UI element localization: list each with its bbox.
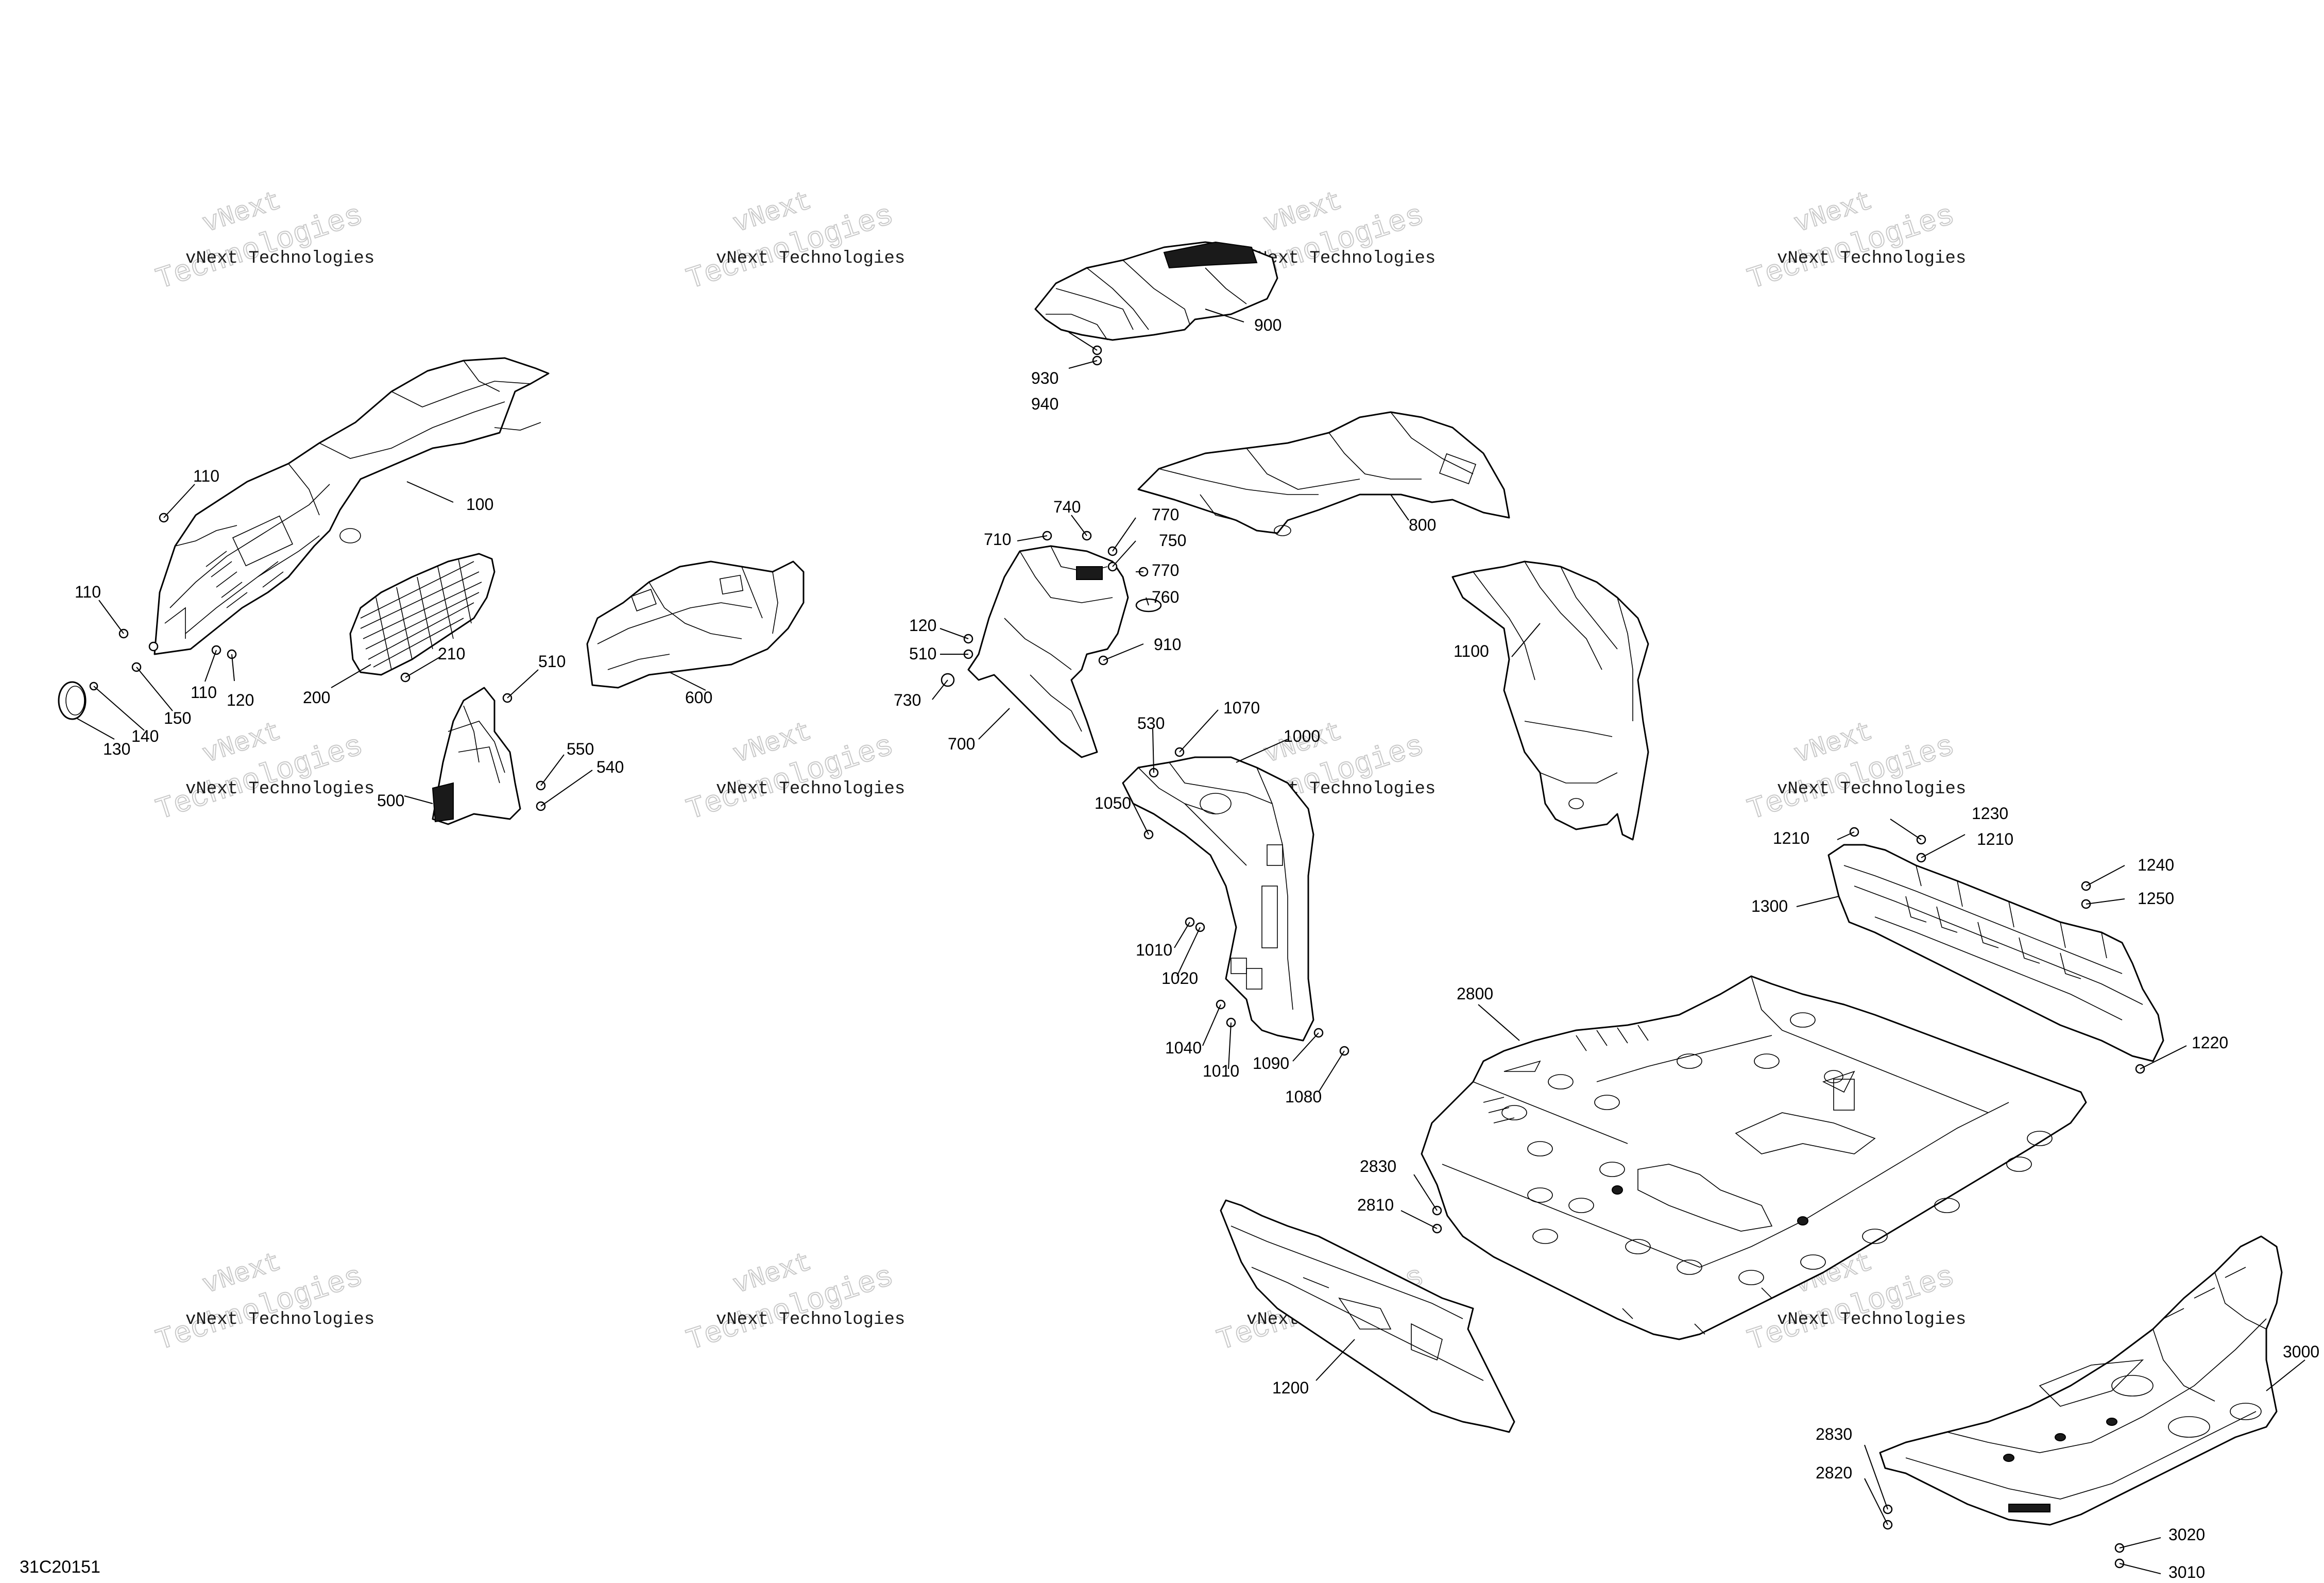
diagram-reference-code: 31C20151 (20, 1557, 100, 1577)
label-2810: 2810 (1357, 1196, 1394, 1214)
label-130: 130 (103, 740, 130, 758)
label-100: 100 (466, 495, 493, 514)
part-labels: 100 110 110 110 120 130 140 150 200 210 … (75, 316, 2319, 1581)
label-1200: 1200 (1272, 1378, 1309, 1397)
svg-text:vNext Technologies: vNext Technologies (185, 1310, 374, 1330)
reflector-part (58, 681, 87, 720)
label-3000: 3000 (2283, 1342, 2319, 1361)
label-1300: 1300 (1751, 897, 1788, 915)
label-1220: 1220 (2192, 1033, 2228, 1052)
label-110: 110 (75, 583, 101, 601)
label-800: 800 (1409, 516, 1436, 534)
right-side-panel-part (1451, 560, 1649, 841)
parts (58, 241, 2283, 1526)
label-200: 200 (303, 688, 330, 707)
side-rail-part (1827, 844, 2164, 1062)
svg-text:vNext Technologies: vNext Technologies (716, 249, 905, 268)
svg-text:vNext Technologies: vNext Technologies (1777, 249, 1966, 268)
svg-text:vNext Technologies: vNext Technologies (716, 779, 905, 799)
label-110: 110 (191, 683, 217, 702)
svg-text:vNext Technologies: vNext Technologies (1777, 1310, 1966, 1330)
watermark: vNext Technologies vNext Technologies (1743, 185, 1966, 298)
label-930: 930 (1031, 369, 1058, 387)
label-1040: 1040 (1165, 1039, 1202, 1057)
label-760: 760 (1152, 588, 1179, 606)
label-1020: 1020 (1161, 969, 1198, 988)
rear-skid-plate-part (1879, 1235, 2283, 1526)
label-600: 600 (685, 688, 712, 707)
label-1010: 1010 (1136, 941, 1172, 959)
label-510: 510 (538, 652, 566, 671)
label-1070: 1070 (1223, 699, 1260, 717)
label-1080: 1080 (1285, 1087, 1322, 1106)
floor-pan-part (1421, 975, 2087, 1340)
console-part (967, 545, 1129, 758)
label-1090: 1090 (1253, 1054, 1289, 1073)
front-fender-support-part (586, 560, 805, 689)
watermark: vNext Technologies vNext Technologies (151, 185, 374, 298)
label-2830: 2830 (1360, 1157, 1396, 1176)
label-150: 150 (164, 709, 191, 727)
label-3020: 3020 (2168, 1525, 2205, 1544)
front-deck-part (1137, 411, 1510, 536)
label-120: 120 (227, 691, 254, 709)
label-940: 940 (1031, 395, 1058, 413)
label-1050: 1050 (1095, 794, 1131, 812)
leader-lines (77, 309, 2305, 1574)
watermark: vNext Technologies vNext Technologies (1743, 716, 1966, 828)
svg-text:vNext Technologies: vNext Technologies (1246, 249, 1436, 268)
label-110: 110 (193, 467, 219, 485)
hardware (89, 345, 2145, 1569)
watermark: vNext Technologies vNext Technologies (151, 1247, 374, 1359)
label-510: 510 (909, 644, 936, 663)
label-1250: 1250 (2138, 889, 2174, 908)
svg-text:vNext Technologies: vNext Technologies (185, 779, 374, 799)
label-1240: 1240 (2138, 856, 2174, 874)
svg-text:vNext Technologies: vNext Technologies (185, 249, 374, 268)
label-500: 500 (377, 791, 404, 810)
watermark: vNext Technologies vNext Technologies (151, 716, 374, 828)
bracket-part (432, 687, 521, 825)
label-210: 210 (438, 644, 465, 663)
watermark: vNext Technologies vNext Technologies (682, 1247, 905, 1359)
label-730: 730 (894, 691, 921, 709)
label-120: 120 (909, 616, 936, 635)
label-740: 740 (1053, 498, 1081, 516)
left-side-panel-part (1122, 756, 1314, 1042)
label-700: 700 (948, 735, 975, 753)
label-2800: 2800 (1457, 984, 1493, 1003)
label-710: 710 (984, 530, 1011, 549)
grille-part (349, 553, 495, 676)
label-750: 750 (1159, 531, 1186, 550)
label-1210: 1210 (1773, 829, 1809, 847)
label-1210: 1210 (1977, 830, 2013, 848)
label-550: 550 (567, 740, 594, 758)
lower-side-panel-part (1220, 1199, 1515, 1433)
label-540: 540 (596, 758, 624, 776)
label-2830: 2830 (1816, 1425, 1852, 1443)
hood-part (1034, 241, 1278, 341)
label-770: 770 (1152, 561, 1179, 580)
label-530: 530 (1137, 714, 1165, 733)
svg-text:vNext Technologies: vNext Technologies (1777, 779, 1966, 799)
label-1010: 1010 (1203, 1062, 1239, 1080)
label-2820: 2820 (1816, 1463, 1852, 1482)
svg-text:vNext Technologies: vNext Technologies (716, 1310, 905, 1330)
front-fascia-part (153, 357, 550, 655)
label-900: 900 (1254, 316, 1281, 334)
watermark: vNext Technologies vNext Technologies (682, 185, 905, 298)
label-1230: 1230 (1972, 804, 2008, 823)
watermark: vNext Technologies vNext Technologies (682, 716, 905, 828)
label-910: 910 (1154, 635, 1181, 654)
label-1100: 1100 (1454, 642, 1489, 660)
label-1000: 1000 (1284, 727, 1320, 745)
label-3010: 3010 (2168, 1563, 2205, 1581)
label-770: 770 (1152, 505, 1179, 524)
label-140: 140 (131, 727, 159, 745)
